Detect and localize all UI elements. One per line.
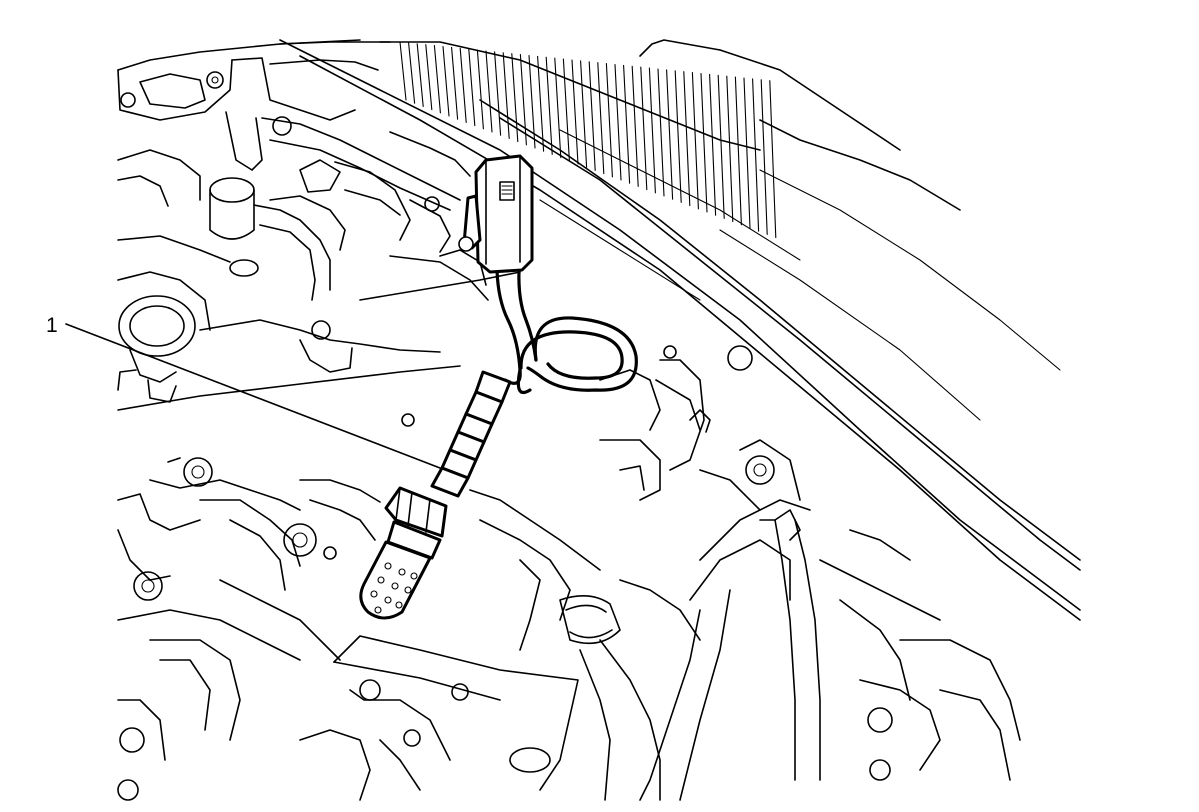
engine-bay-background <box>117 39 1081 801</box>
sensor-body <box>359 370 512 620</box>
radiator-fins <box>399 41 777 239</box>
oxygen-sensor-assembly <box>359 154 638 620</box>
leader-line-1 <box>65 323 441 469</box>
callout-1: 1 <box>46 314 441 469</box>
sensor-connector <box>458 154 534 274</box>
tip-perforations <box>370 562 418 614</box>
callout-label-1: 1 <box>46 314 58 337</box>
